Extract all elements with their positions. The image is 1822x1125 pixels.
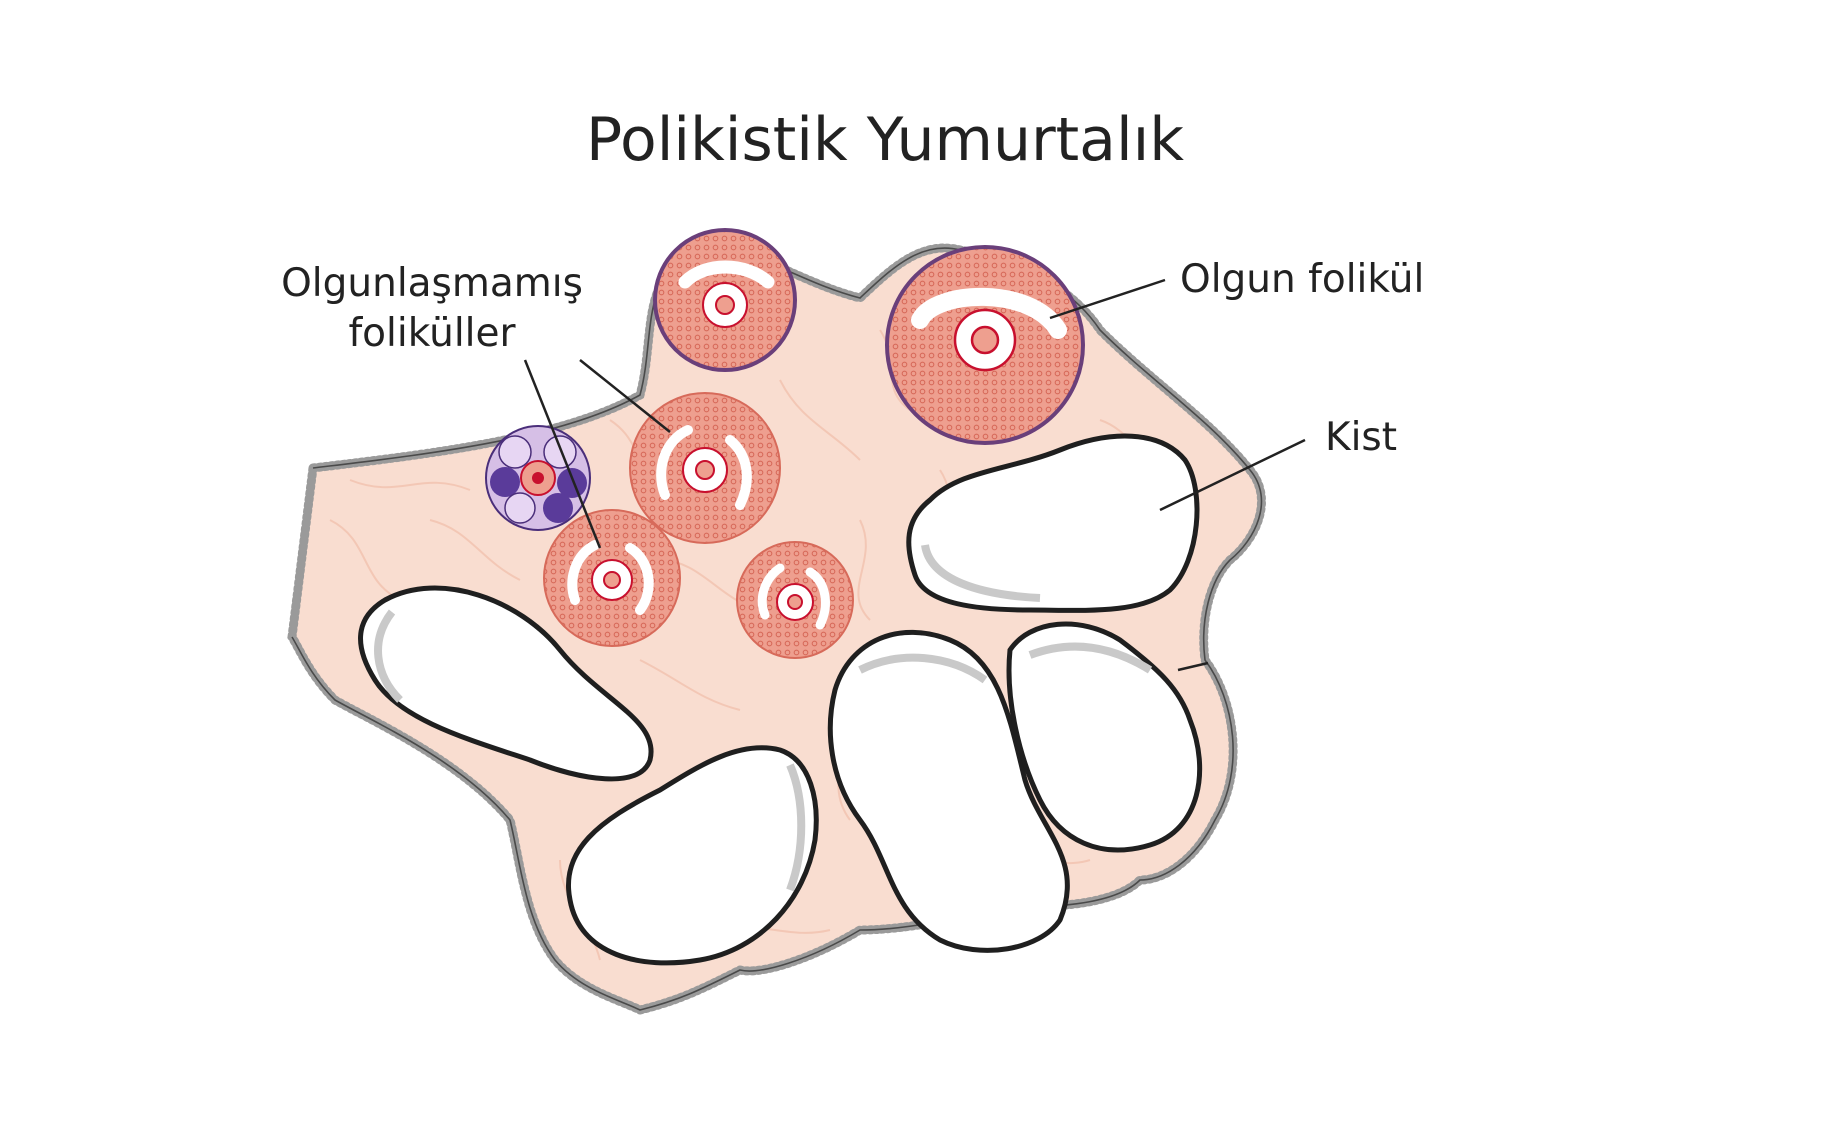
leader-immature-1 xyxy=(523,359,602,549)
follicle-top-small xyxy=(653,228,797,372)
label-cyst: Kist xyxy=(1325,415,1397,460)
leader-lines xyxy=(523,278,1306,672)
cysts xyxy=(358,433,1203,966)
cyst-5 xyxy=(906,433,1200,613)
label-immature-follicles-line2: foliküller xyxy=(348,311,516,356)
cyst-2 xyxy=(566,745,819,966)
follicle-right-small xyxy=(736,541,854,659)
leader-mature xyxy=(1049,278,1166,320)
cyst-1 xyxy=(358,585,654,782)
leader-immature-2 xyxy=(579,359,671,433)
follicle-center-large xyxy=(629,392,781,544)
label-immature-follicles-line1: Olgunlaşmamış xyxy=(281,261,583,306)
label-mature-follicle: Olgun folikül xyxy=(1180,257,1424,302)
diagram-title: Polikistik Yumurtalık xyxy=(586,105,1184,175)
cyst-4 xyxy=(1006,621,1203,853)
growing-follicles xyxy=(543,228,854,659)
follicle-left-medium xyxy=(543,509,681,647)
leader-cyst-wall xyxy=(1177,661,1209,672)
primordial-follicle xyxy=(485,425,591,531)
leader-cyst xyxy=(1159,438,1306,512)
mature-follicle xyxy=(885,245,1085,445)
cyst-3 xyxy=(827,629,1070,953)
